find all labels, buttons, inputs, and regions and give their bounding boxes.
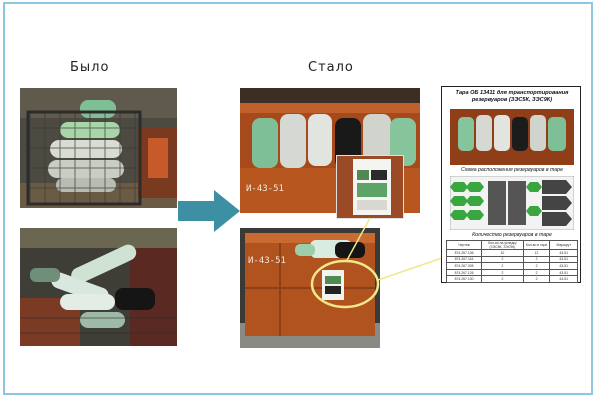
before-label: Было: [70, 60, 110, 75]
container-spec-sheet: Тара ОБ 13411 для транспортирования резе…: [441, 86, 581, 283]
arrangement-diagram: [450, 176, 574, 230]
box-marking-top: И-43-51: [246, 184, 284, 194]
table-row: 874.267.106 10 12 43-51: [445, 249, 578, 257]
label-closeup-photo: [336, 155, 404, 219]
scheme-caption: Схема расположения резервуаров в таре: [461, 167, 563, 173]
spec-table-wrap: Чертеж Кол-во на укладку (ЗЭС5К, ЗЭС9К) …: [445, 240, 578, 283]
table-row: 874.267.005 2 2 43-51: [445, 262, 578, 270]
box-marking-side: И-43-51: [248, 256, 286, 266]
count-caption: Количество резервуаров в таре: [472, 232, 552, 238]
spec-table: Чертеж Кол-во на укладку (ЗЭС5К, ЗЭС9К) …: [445, 240, 578, 283]
after-label: Стало: [308, 60, 354, 75]
transition-arrow-icon: [178, 190, 240, 237]
table-row: 874.267.126 2 2 43-51: [445, 268, 578, 277]
table-row: 874.267.116 2 2 43-51: [445, 255, 578, 264]
after-photo-box-side: И-43-51: [240, 228, 380, 348]
sheet-title: Тара ОБ 13411 для транспортирования резе…: [455, 90, 569, 103]
table-header-row: Чертеж Кол-во на укладку (ЗЭС5К, ЗЭС9К) …: [445, 240, 578, 250]
before-photo-crate: [20, 88, 177, 208]
table-row: 874.267.130 2 2 43-51: [445, 275, 578, 283]
sheet-photo: [450, 109, 574, 165]
before-photo-pile: [20, 228, 177, 346]
